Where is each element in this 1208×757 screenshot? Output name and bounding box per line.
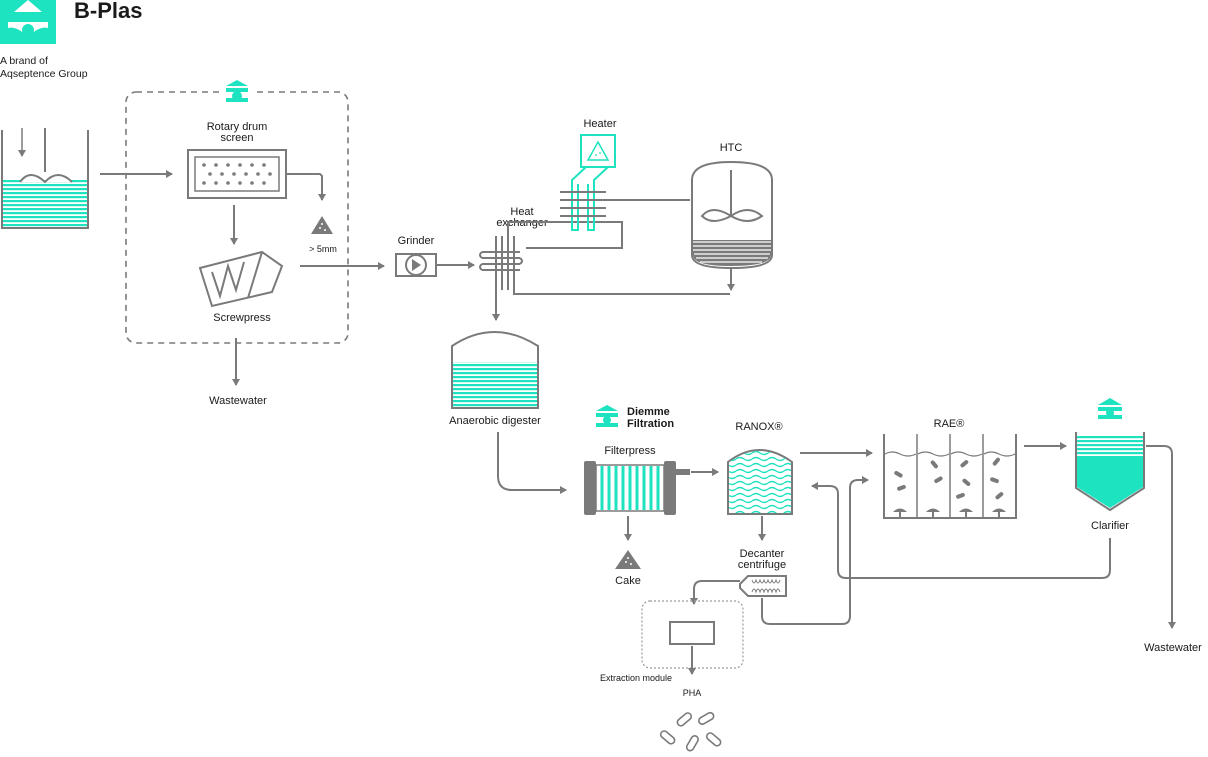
cake-label: Cake: [615, 575, 641, 587]
oversize-label: > 5mm: [309, 244, 337, 254]
b-plas-logo: [0, 0, 56, 44]
grinder-label: Grinder: [398, 235, 435, 247]
ranox-reactor-icon: [727, 449, 793, 515]
brand-name: B-Plas: [74, 0, 142, 23]
clarifier-label: Clarifier: [1091, 520, 1129, 532]
rotary-drum-screen-icon: [187, 149, 287, 199]
pha-label: PHA: [683, 688, 702, 698]
decanter-label-1: Decanter: [740, 548, 785, 560]
ranox-label: RANOX®: [735, 421, 782, 433]
htc-reactor-icon: [691, 160, 773, 270]
heat-exchanger-label-1: Heat: [510, 206, 533, 218]
brand-subtitle-line1: A brand of: [0, 55, 48, 67]
bellmer-icon: [222, 80, 252, 103]
rotary-drum-label-1: Rotary drum: [207, 121, 268, 133]
grinder-icon: [395, 253, 437, 277]
rotary-drum-label-2: screen: [220, 132, 253, 144]
sludge-recycle-line: [811, 482, 1111, 579]
heater-icon: [560, 134, 616, 231]
flow-digester-to-filterpress: [497, 432, 567, 494]
decanter-centrifuge-icon: [739, 575, 787, 597]
flow-clarifier-to-wastewater: [1146, 445, 1176, 629]
filterpress-label: Filterpress: [604, 445, 656, 457]
screwpress-label: Screwpress: [213, 312, 271, 324]
pha-granules-icon: [659, 711, 722, 752]
diemme-label-2: Filtration: [627, 418, 674, 430]
htc-label: HTC: [720, 142, 743, 154]
htc-return-pipe: [513, 290, 730, 295]
clarifier-bellmer-icon: [1098, 398, 1122, 419]
decanter-label-2: centrifuge: [738, 559, 786, 571]
flow-decanter-to-extraction: [690, 580, 740, 605]
filterpress-icon: [584, 461, 690, 515]
flow-decanter-to-rae: [761, 476, 869, 625]
anaerobic-digester-label: Anaerobic digester: [449, 415, 541, 427]
heater-label: Heater: [583, 118, 616, 130]
hx-loop-pipe: [507, 221, 623, 250]
extraction-module-box: [669, 621, 715, 645]
heat-exchanger-icon: [479, 236, 523, 290]
wastewater-right-label: Wastewater: [1144, 642, 1202, 654]
wastewater-left-label: Wastewater: [209, 395, 267, 407]
rae-reactor-icon: [883, 434, 1017, 519]
screwpress-icon: [198, 250, 284, 308]
diemme-logo-icon: [596, 405, 618, 427]
rae-label: RAE®: [934, 418, 965, 430]
clarifier-icon: [1075, 432, 1145, 512]
oversize-solids-icon: [311, 216, 333, 234]
brand-subtitle-line2: Aqseptence Group: [0, 68, 88, 80]
flow-drum-to-oversize: [286, 173, 326, 201]
cake-icon: [615, 550, 641, 569]
anaerobic-digester-icon: [451, 331, 539, 409]
diemme-label-1: Diemme: [627, 406, 670, 418]
inlet-tank: [1, 128, 89, 229]
extraction-module-label: Extraction module: [600, 673, 672, 683]
